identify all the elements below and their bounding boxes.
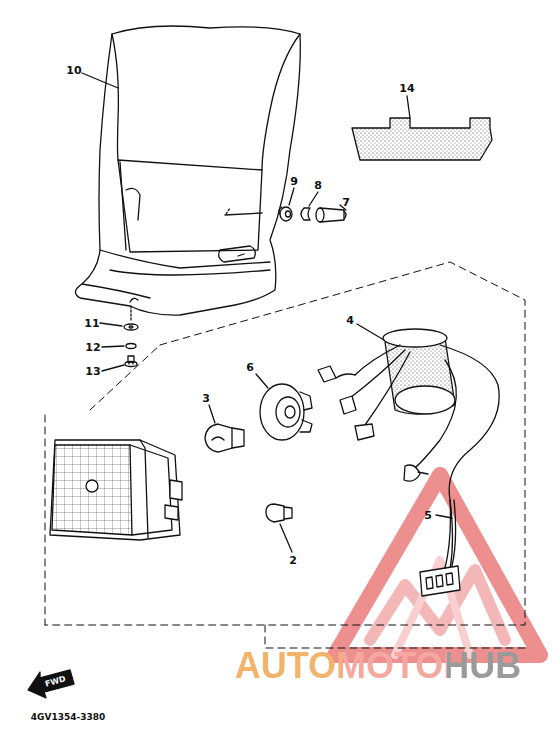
leader-line xyxy=(100,323,122,326)
leader-line xyxy=(280,524,292,552)
callout-number: 10 xyxy=(66,65,81,76)
grommet-9 xyxy=(279,207,292,221)
cowl-pad xyxy=(352,118,492,160)
callout-number: 2 xyxy=(289,555,297,566)
leader-line xyxy=(256,374,268,388)
watermark: AUTOMOTOHUB xyxy=(235,648,522,684)
forward-arrow xyxy=(28,670,74,698)
callout-number: 5 xyxy=(424,510,432,521)
group-outline xyxy=(45,262,525,648)
callout-number: 6 xyxy=(246,362,254,373)
spring-washer-12 xyxy=(126,344,136,349)
headlight-cowl xyxy=(75,26,300,315)
washer-11 xyxy=(124,324,138,330)
forward-label: FWD xyxy=(44,675,66,688)
bulb-3 xyxy=(205,424,244,452)
watermark-logo xyxy=(335,475,540,655)
callout-number: 9 xyxy=(290,176,298,187)
headlight-cover xyxy=(318,329,499,570)
leader-line xyxy=(309,192,318,206)
leader-line xyxy=(407,96,410,118)
callout-number: 12 xyxy=(85,342,100,353)
leader-line xyxy=(82,73,118,88)
callout-number: 3 xyxy=(202,393,210,404)
leader-line xyxy=(357,324,384,340)
bolt-7 xyxy=(316,208,346,222)
leader-line xyxy=(436,515,452,518)
callout-number: 4 xyxy=(346,315,354,326)
bolt-13 xyxy=(125,306,137,367)
callout-number: 13 xyxy=(85,366,100,377)
callout-number: 14 xyxy=(399,83,414,94)
bulb-socket-6 xyxy=(260,384,312,440)
headlight-unit xyxy=(50,440,182,540)
leader-line xyxy=(209,405,215,423)
diagram-code: 4GV1354-3380 xyxy=(31,713,105,722)
leader-line xyxy=(102,346,124,347)
callout-number: 7 xyxy=(342,197,350,208)
callout-number: 8 xyxy=(314,180,322,191)
leader-line xyxy=(289,188,294,205)
collar-8 xyxy=(301,208,310,220)
coupler-5 xyxy=(420,500,460,596)
leader-line xyxy=(102,365,124,371)
bulb-2 xyxy=(266,504,292,522)
callout-number: 11 xyxy=(84,318,99,329)
